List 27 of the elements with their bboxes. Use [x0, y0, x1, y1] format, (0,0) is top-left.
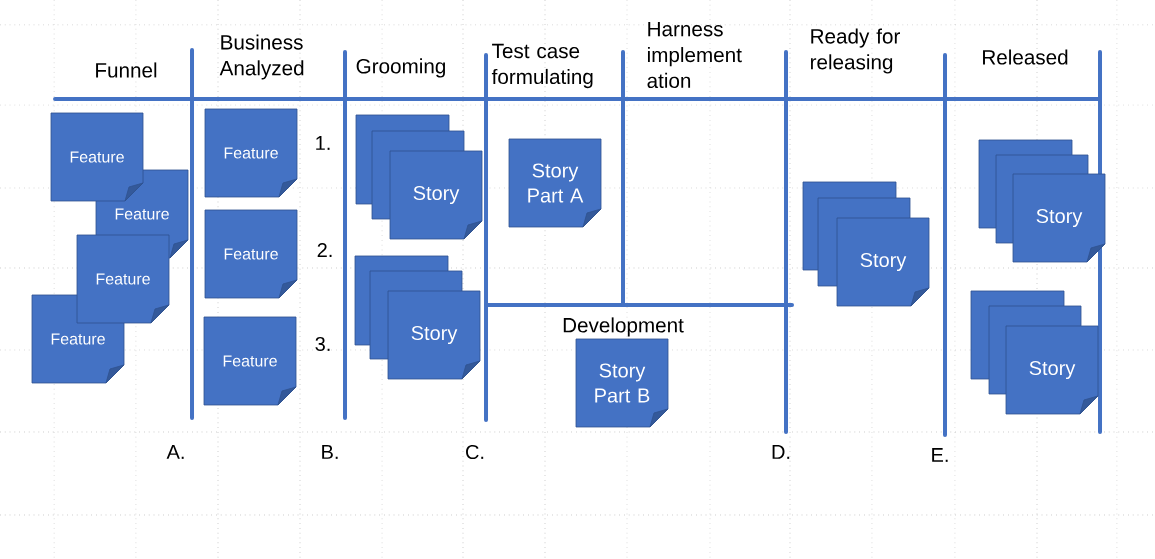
step-number: 2.	[317, 243, 332, 257]
column-heading: Test case formulating	[491, 43, 593, 89]
column-heading: Funnel	[96, 62, 157, 78]
column-heading: Business Analyzed	[219, 34, 304, 80]
column-marker: B.	[322, 445, 338, 459]
column-heading: Grooming	[356, 58, 445, 78]
sticky-note: Story Part B	[575, 338, 669, 428]
column-marker: D.	[772, 445, 790, 459]
sticky-note: Feature	[204, 108, 298, 198]
sticky-note: Story	[836, 217, 930, 307]
step-number: 1.	[316, 136, 330, 150]
sticky-note: Story	[1012, 173, 1106, 263]
column-marker: E.	[932, 448, 948, 462]
column-heading: Released	[983, 49, 1068, 65]
step-number: 3.	[315, 336, 330, 352]
column-heading: Ready for releasing	[811, 28, 900, 74]
sticky-note: Story	[389, 150, 483, 240]
sticky-note: Feature	[50, 112, 144, 202]
sticky-note: Feature	[204, 209, 298, 299]
sticky-note: Feature	[203, 316, 297, 406]
sticky-note: Story	[1005, 325, 1099, 415]
sticky-note: Story Part A	[508, 138, 602, 228]
column-heading: Harness implement ation	[647, 21, 742, 89]
column-marker: A.	[166, 445, 184, 459]
column-marker: C.	[466, 444, 484, 460]
sticky-note: Story	[387, 290, 481, 380]
sticky-note: Feature	[76, 234, 170, 324]
